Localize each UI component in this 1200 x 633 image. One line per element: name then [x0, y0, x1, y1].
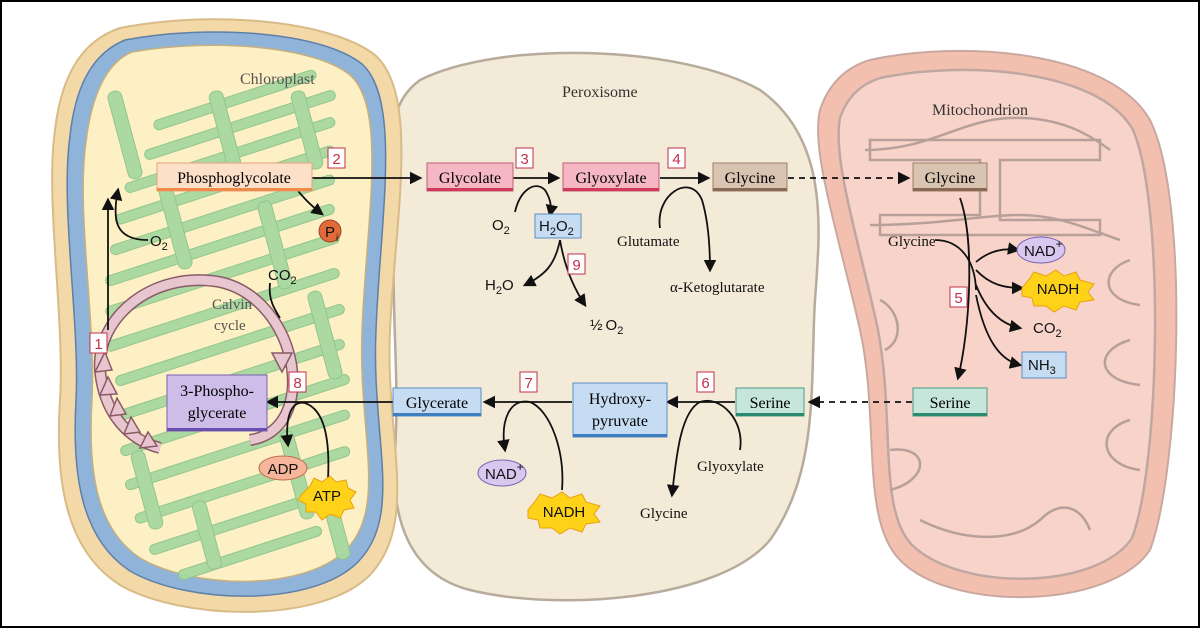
- chloroplast: Chloroplast: [51, 18, 403, 613]
- o2-peroxisome: O2: [492, 217, 510, 237]
- step-4: 4: [672, 151, 680, 168]
- nadh-mito-burst: [1021, 269, 1095, 313]
- glycine-mito-label: Glycine: [925, 170, 976, 187]
- glycine-perox-label: Glycine: [725, 170, 776, 187]
- co2-mito-label: CO2: [1033, 320, 1062, 340]
- chloroplast-label: Chloroplast: [240, 71, 315, 88]
- calvin-label-2: cycle: [214, 318, 246, 334]
- metabolite-boxes: Phosphoglycolate Glycolate Glyoxylate Gl…: [156, 162, 1067, 438]
- hydroxypyruvate-line1: Hydroxy-: [589, 391, 651, 408]
- nadh-perox-label: NADH: [543, 504, 586, 521]
- nad-perox-label: NAD+: [485, 460, 524, 483]
- nadh-perox-burst: [527, 491, 601, 535]
- phosphoglycerate-line1: 3-Phospho-: [180, 383, 254, 400]
- phosphoglycolate-label: Phosphoglycolate: [177, 170, 291, 187]
- step-3: 3: [520, 151, 528, 168]
- aketoglutarate-label: α-Ketoglutarate: [670, 280, 765, 296]
- co2-chloroplast: CO2: [268, 267, 297, 287]
- step-2: 2: [332, 151, 340, 168]
- nad-mito-ellipse: [1016, 236, 1066, 264]
- glutamate-label: Glutamate: [617, 234, 680, 250]
- peroxisome-label: Peroxisome: [562, 84, 638, 101]
- h2o-label: H2O: [485, 277, 514, 297]
- hydroxypyruvate-line2: pyruvate: [592, 413, 648, 430]
- glycolate-label: Glycolate: [439, 170, 501, 187]
- pi-circle: [318, 219, 342, 243]
- phosphoglycerate-line2: glycerate: [188, 405, 247, 422]
- glyoxylate-in-label: Glyoxylate: [697, 459, 764, 475]
- step-6: 6: [701, 375, 709, 392]
- glycine-out-label: Glycine: [640, 506, 688, 522]
- nad-perox-ellipse: [477, 459, 527, 487]
- step-8: 8: [293, 375, 301, 392]
- adp-label: ADP: [268, 461, 299, 478]
- serine-perox-label: Serine: [750, 395, 791, 412]
- nh3-label: NH3: [1028, 357, 1056, 377]
- serine-mito-label: Serine: [930, 395, 971, 412]
- glycerate-label: Glycerate: [406, 395, 468, 412]
- h2o2-label: H2O2: [539, 218, 574, 238]
- step-1: 1: [94, 336, 102, 353]
- adp-ellipse: [258, 455, 308, 481]
- pi-label: Pi: [325, 224, 338, 244]
- atp-label: ATP: [313, 488, 341, 505]
- mitochondrion-label: Mitochondrion: [932, 102, 1028, 119]
- step-9: 9: [572, 257, 580, 274]
- step-numbers: 1 2 3 4 5 6 7 8 9: [89, 147, 968, 393]
- mitochondrion: Mitochondrion: [817, 49, 1178, 598]
- atp-burst: [297, 475, 357, 521]
- calvin-label-1: Calvin: [212, 297, 252, 313]
- glyoxylate-label: Glyoxylate: [575, 170, 646, 187]
- nadh-mito-label: NADH: [1037, 281, 1080, 298]
- step-5: 5: [954, 290, 962, 307]
- o2-chloroplast: O2: [150, 233, 168, 253]
- glycine-mito-in-label: Glycine: [888, 234, 936, 250]
- nad-mito-label: NAD+: [1024, 237, 1063, 260]
- step-7: 7: [524, 375, 532, 392]
- reaction-arrows: [101, 171, 1025, 498]
